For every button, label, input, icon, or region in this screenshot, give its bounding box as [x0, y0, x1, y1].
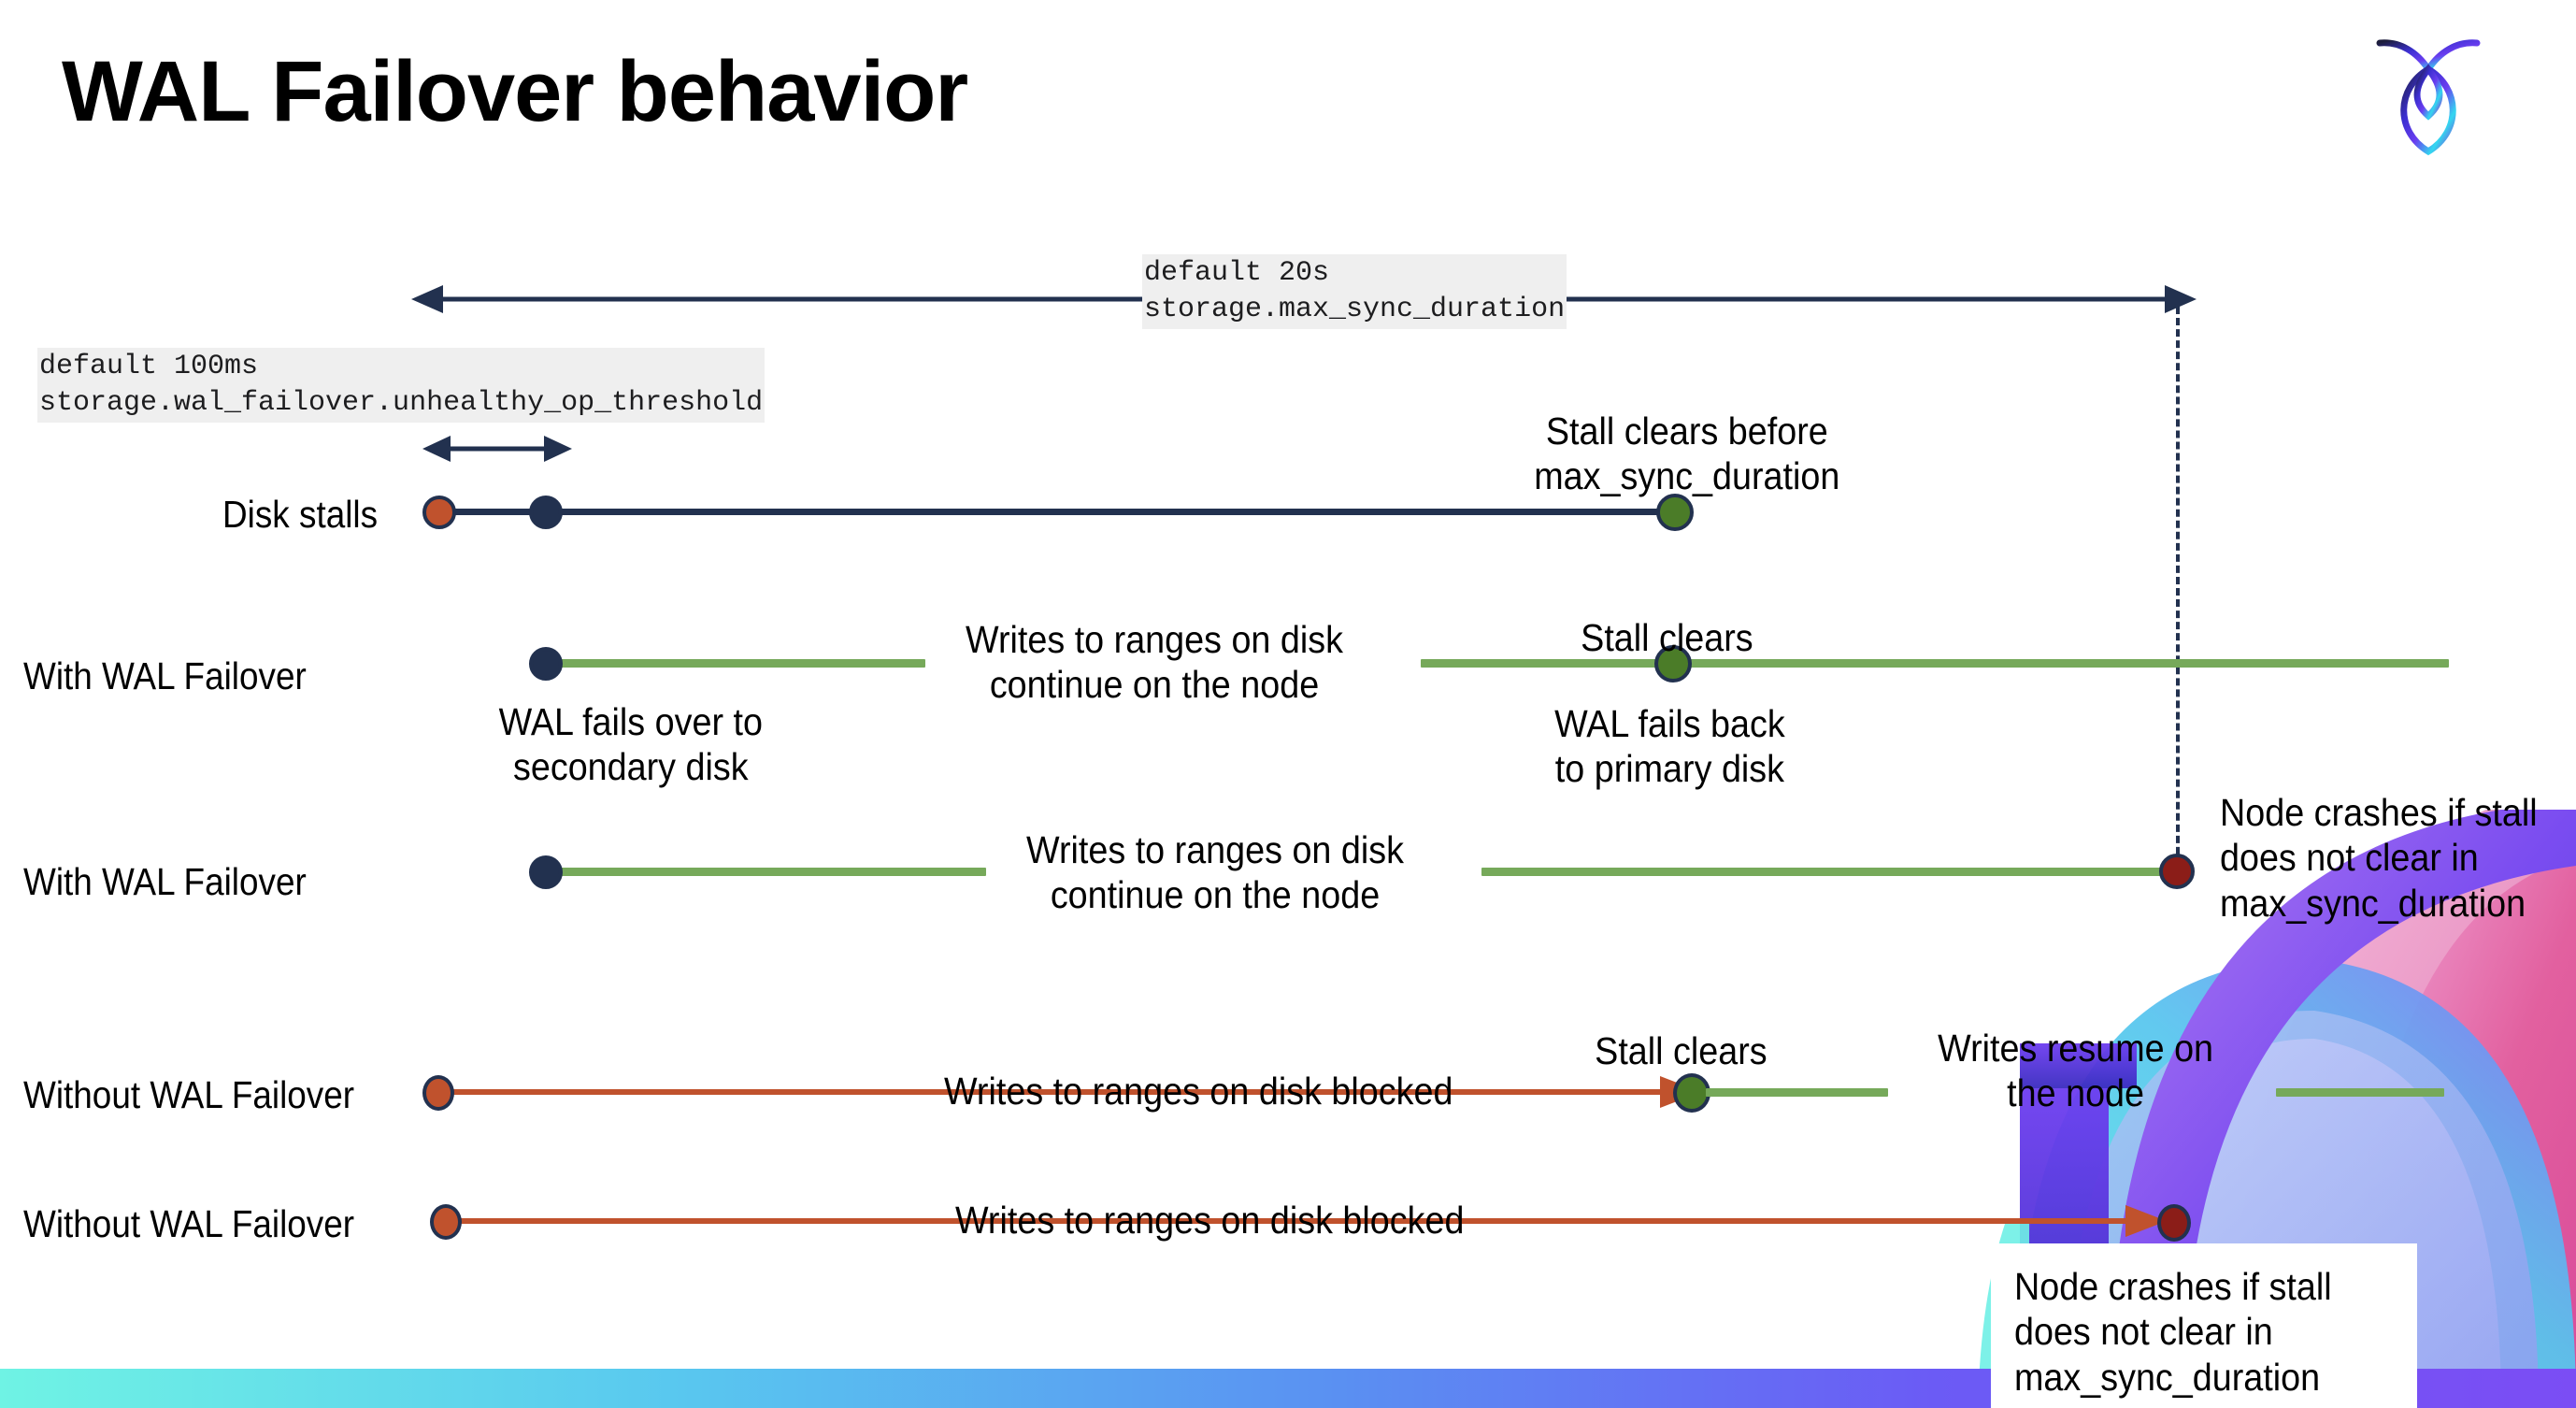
unhealthy-op-threshold-span-arrow: [422, 436, 572, 462]
note-writes-blocked-2: Writes to ranges on disk blocked: [955, 1199, 1465, 1242]
row-label-with-wal-failover-crashes: With WAL Failover: [23, 860, 307, 903]
without-wal-failover-crashes-blocked-arrow: [447, 1205, 2167, 1237]
note-stall-clears-before: Stall clears before max_sync_duration: [1534, 409, 1840, 498]
note-node-crashes-2: Node crashes if stall does not clear in …: [2014, 1265, 2332, 1399]
without-wal-failover-recovers-clear-marker: [1673, 1073, 1710, 1113]
note-node-crashes-1: Node crashes if stall does not clear in …: [2220, 791, 2538, 925]
note-writes-continue-1: Writes to ranges on disk continue on the…: [966, 618, 1343, 707]
node-crashes-2-backdrop: [1991, 1243, 2417, 1408]
with-wal-failover-recovers-track-left: [542, 659, 925, 668]
page-title: WAL Failover behavior: [62, 44, 968, 139]
cockroachdb-logo-icon: [2376, 39, 2481, 156]
with-wal-failover-crashes-track-right: [1481, 868, 2182, 876]
max-sync-setting-label: storage.max_sync_duration: [1144, 294, 1566, 325]
without-wal-failover-crashes-crash-marker: [2157, 1204, 2191, 1242]
without-wal-failover-recovers-track-far-right: [2276, 1088, 2444, 1097]
unhealthy-op-default-label: default 100ms: [39, 351, 259, 382]
unhealthy-op-setting-label: storage.wal_failover.unhealthy_op_thresh…: [39, 387, 764, 419]
disk-stalls-track: [439, 509, 1673, 515]
with-wal-failover-crashes-track-left: [542, 868, 986, 876]
note-writes-blocked-1: Writes to ranges on disk blocked: [944, 1070, 1453, 1113]
max-sync-duration-annotation: default 20s storage.max_sync_duration: [1142, 254, 1567, 329]
corner-art-mask-left: [0, 1103, 1828, 1369]
disk-stalls-failover-threshold-marker: [529, 496, 563, 529]
note-wal-fails-back: WAL fails back to primary disk: [1554, 702, 1785, 791]
with-wal-failover-recovers-clear-marker: [1654, 645, 1692, 682]
note-writes-continue-2: Writes to ranges on disk continue on the…: [1026, 828, 1404, 917]
without-wal-failover-recovers-track-right: [1706, 1088, 1888, 1097]
with-wal-failover-crashes-crash-marker: [2159, 854, 2195, 889]
without-wal-failover-recovers-start-marker: [422, 1075, 454, 1111]
without-wal-failover-crashes-start-marker: [430, 1204, 462, 1240]
note-stall-clears-2: Stall clears: [1595, 1029, 1767, 1072]
row-label-disk-stalls: Disk stalls: [222, 493, 379, 536]
note-writes-resume: Writes resume on the node: [1938, 1027, 2214, 1115]
note-wal-fails-over: WAL fails over to secondary disk: [498, 700, 763, 789]
with-wal-failover-recovers-track-right: [1421, 659, 2449, 668]
unhealthy-op-threshold-annotation: default 100ms storage.wal_failover.unhea…: [37, 348, 766, 423]
with-wal-failover-crashes-start-marker: [529, 855, 563, 889]
row-label-without-wal-failover-crashes: Without WAL Failover: [23, 1202, 355, 1245]
disk-stalls-clear-marker: [1656, 494, 1694, 531]
with-wal-failover-recovers-start-marker: [529, 647, 563, 681]
disk-stalls-start-marker: [422, 496, 456, 529]
row-label-without-wal-failover-recovers: Without WAL Failover: [23, 1073, 355, 1116]
note-stall-clears-1: Stall clears: [1581, 616, 1753, 659]
max-sync-default-label: default 20s: [1144, 257, 1330, 289]
max-sync-duration-dropline: [2176, 307, 2180, 877]
row-label-with-wal-failover-recovers: With WAL Failover: [23, 654, 307, 697]
